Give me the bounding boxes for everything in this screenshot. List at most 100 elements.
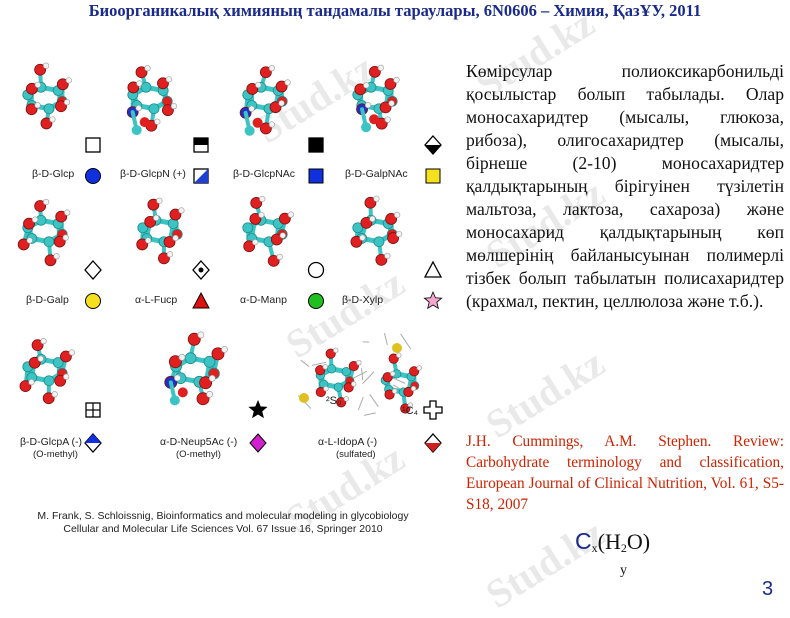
formula-c: C — [575, 528, 592, 554]
square-yellow-icon — [426, 169, 440, 183]
hydrogen-atom — [396, 231, 402, 237]
carbon-atom — [44, 104, 54, 114]
diamond-magenta-icon — [250, 434, 266, 452]
hydrogen-atom — [259, 212, 265, 218]
monosaccharide-figure: β-D-Glcp β-D-GlcpN (+) β-D-GlcpNAc β-D-G… — [0, 48, 460, 488]
oxygen-atom — [369, 114, 379, 124]
hydrogen-atom — [269, 65, 275, 71]
hydrogen-atom — [145, 238, 151, 244]
molecule-label: α-D-Neup5Ac (-) — [160, 436, 237, 448]
hydrogen-atom — [374, 196, 380, 202]
hydrogen-atom — [167, 252, 173, 258]
carbon-atom — [245, 126, 255, 136]
sulfur-atom — [299, 393, 309, 403]
square-black-icon — [309, 138, 323, 152]
carbon-atom — [149, 104, 159, 114]
carbon-atom — [185, 353, 196, 364]
hydrogen-atom — [351, 382, 356, 387]
oxygen-atom — [178, 387, 188, 397]
hydrogen-atom — [269, 122, 275, 128]
sulfur-atom — [392, 343, 402, 353]
molecule-label: β-D-GlcpN (+) — [120, 168, 186, 180]
skeleton-bond — [301, 360, 309, 366]
hydrogen-atom — [249, 106, 255, 112]
hydrogen-atom — [411, 386, 416, 391]
carbon-atom — [132, 125, 142, 135]
hydrogen-atom — [360, 235, 366, 241]
molecule-sublabel: (O-methyl) — [176, 449, 221, 460]
hydrogen-atom — [392, 389, 397, 394]
reference-citation: J.H. Cummings, A.M. Stephen. Review: Car… — [466, 431, 784, 515]
hydrogen-atom — [66, 78, 72, 84]
hydrogen-atom — [207, 391, 213, 397]
conformation-label: ¹C₄ — [402, 405, 418, 417]
hydrogen-atom — [38, 356, 44, 362]
hydrogen-atom — [396, 353, 401, 358]
circle-green-icon — [309, 294, 324, 309]
hydrogen-atom — [280, 233, 286, 239]
circle-yellow-icon — [86, 294, 101, 309]
hydrogen-atom — [385, 117, 391, 123]
carbon-atom — [141, 82, 151, 92]
skeleton-bond — [358, 397, 363, 410]
hydrogen-atom — [171, 103, 177, 109]
hydrogen-atom — [394, 77, 400, 83]
hydrogen-atom — [417, 366, 422, 371]
square-blue-icon — [309, 169, 323, 183]
hydrogen-atom — [365, 102, 371, 108]
hydrogen-atom — [35, 82, 41, 88]
hydrogen-atom — [363, 83, 369, 89]
hydrogen-atom — [288, 212, 294, 218]
diamond-white-icon — [85, 261, 101, 279]
hydrogen-atom — [285, 80, 291, 86]
hydrogen-atom — [255, 82, 261, 88]
hydrogen-atom — [277, 254, 283, 260]
diamond-dot-icon — [199, 268, 204, 273]
formula-h: (H — [598, 529, 621, 554]
diamond-half-red-icon — [425, 443, 441, 452]
hydrogen-atom — [252, 239, 258, 245]
hydrogen-atom — [54, 253, 60, 259]
molecule-sublabel: (sulfated) — [336, 449, 376, 460]
hydrogen-atom — [198, 332, 204, 338]
hydrogen-atom — [157, 198, 163, 204]
circle-blue-icon — [86, 169, 101, 184]
hydrogen-atom — [43, 63, 49, 69]
hydrogen-atom — [279, 100, 285, 106]
skeleton-bond — [362, 368, 363, 380]
hydrogen-atom — [378, 65, 384, 71]
hydrogen-atom — [394, 212, 400, 218]
carbon-atom — [170, 395, 180, 405]
hydrogen-atom — [29, 379, 35, 385]
carbon-atom — [361, 122, 371, 132]
oxygen-atom — [140, 117, 150, 127]
molecule-label: β-D-Galp — [26, 294, 69, 306]
diamond-half-black-icon — [425, 145, 441, 154]
formula-y: y — [620, 563, 627, 579]
hydrogen-atom — [35, 102, 41, 108]
molecules-drawing — [0, 48, 460, 488]
skeleton-bond — [384, 333, 387, 345]
body-paragraph: Көмірсулар полиоксикарбонильді қосылыста… — [466, 60, 784, 313]
cross-outline-icon — [424, 401, 442, 419]
carbon-atom — [374, 237, 384, 247]
hydrogen-atom — [64, 99, 70, 105]
carbon-atom — [334, 383, 343, 392]
hydrogen-atom — [344, 396, 349, 401]
hydrogen-atom — [69, 350, 75, 356]
hydrogen-atom — [50, 117, 56, 123]
molecule-label: β-D-Glcp — [32, 168, 74, 180]
skeleton-bond — [352, 371, 367, 379]
hydrogen-atom — [64, 210, 70, 216]
molecule-label: β-D-GlcpNAc — [233, 168, 295, 180]
circle-white-icon — [309, 263, 324, 278]
hydrogen-atom — [63, 235, 69, 241]
hydrogen-atom — [259, 196, 265, 202]
hydrogen-atom — [137, 81, 143, 87]
hydrogen-atom — [179, 354, 185, 360]
carbon-atom — [243, 223, 253, 233]
molecule-label: α-L-Fucp — [135, 294, 177, 306]
hydrogen-atom — [153, 215, 159, 221]
hydrogen-atom — [333, 348, 338, 353]
hydrogen-atom — [323, 364, 328, 369]
